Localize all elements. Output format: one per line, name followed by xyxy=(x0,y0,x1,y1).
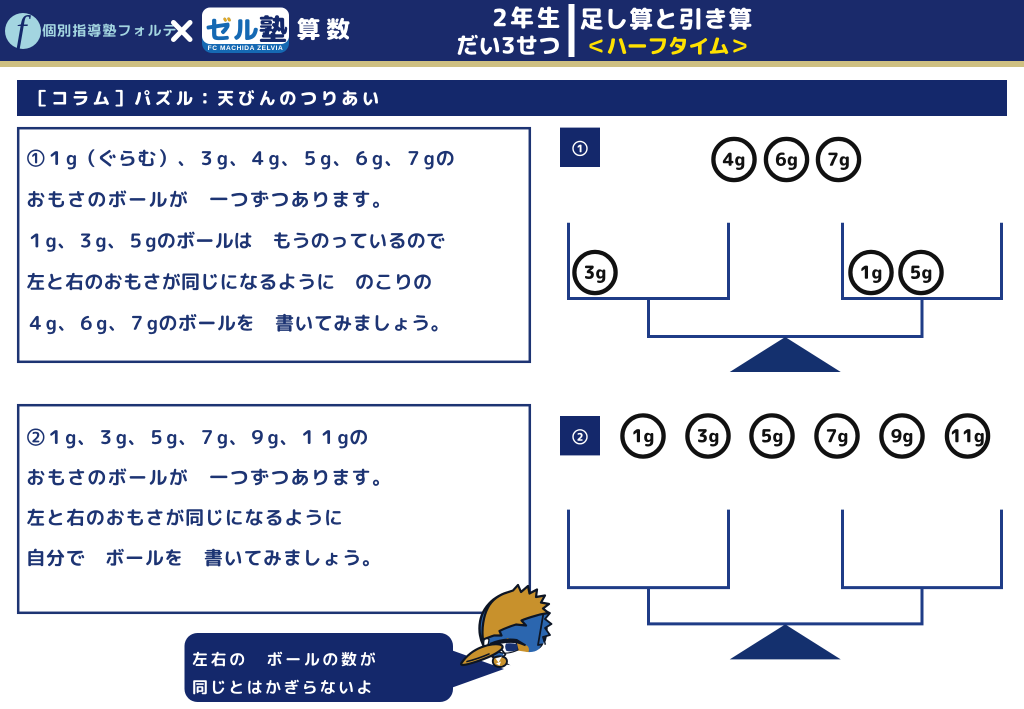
svg-text:FC MACHIDA ZELVIA: FC MACHIDA ZELVIA xyxy=(208,45,284,52)
